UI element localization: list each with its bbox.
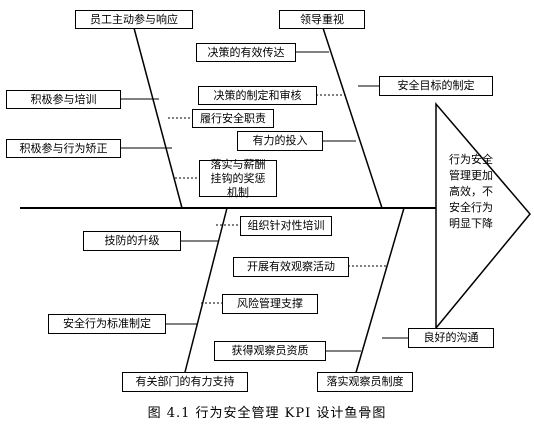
category-bottom-left: 有关部门的有力支持 — [122, 372, 248, 392]
cause-tech-upgrade: 技防的升级 — [83, 231, 181, 251]
cause-rewards-punishments: 落实与薪酬挂钩的奖惩机制 — [199, 158, 277, 199]
cause-strong-input: 有力的投入 — [237, 131, 323, 151]
cause-risk-support: 风险管理支撑 — [222, 294, 318, 314]
cause-fulfill-duty: 履行安全职责 — [192, 109, 274, 128]
category-bottom-right: 落实观察员制度 — [317, 372, 413, 392]
bone-bottom-left — [183, 207, 228, 377]
cause-observation-activity: 开展有效观察活动 — [233, 257, 349, 277]
cause-active-training: 积极参与培训 — [6, 90, 121, 109]
bone-top-right — [322, 27, 383, 209]
figure-caption: 图 4.1 行为安全管理 KPI 设计鱼骨图 — [147, 406, 387, 421]
bone-bottom-right — [354, 207, 405, 377]
bone-top-left — [133, 27, 183, 209]
cause-decision-delivery: 决策的有效传达 — [196, 43, 296, 62]
cause-safety-goal: 安全目标的制定 — [379, 76, 493, 96]
cause-active-correction: 积极参与行为矫正 — [6, 139, 121, 158]
category-top-left: 员工主动参与响应 — [75, 10, 193, 29]
fish-head-text: 行为安全管理更加高效，不安全行为明显下降 — [449, 153, 493, 230]
cause-good-communication: 良好的沟通 — [408, 328, 494, 348]
fish-head — [435, 101, 531, 331]
category-top-right: 领导重视 — [279, 10, 365, 29]
cause-observer-qualification: 获得观察员资质 — [214, 341, 326, 361]
cause-targeted-training: 组织针对性培训 — [240, 216, 332, 236]
cause-behavior-standard: 安全行为标准制定 — [48, 314, 166, 334]
cause-decision-review: 决策的制定和审核 — [198, 86, 317, 105]
